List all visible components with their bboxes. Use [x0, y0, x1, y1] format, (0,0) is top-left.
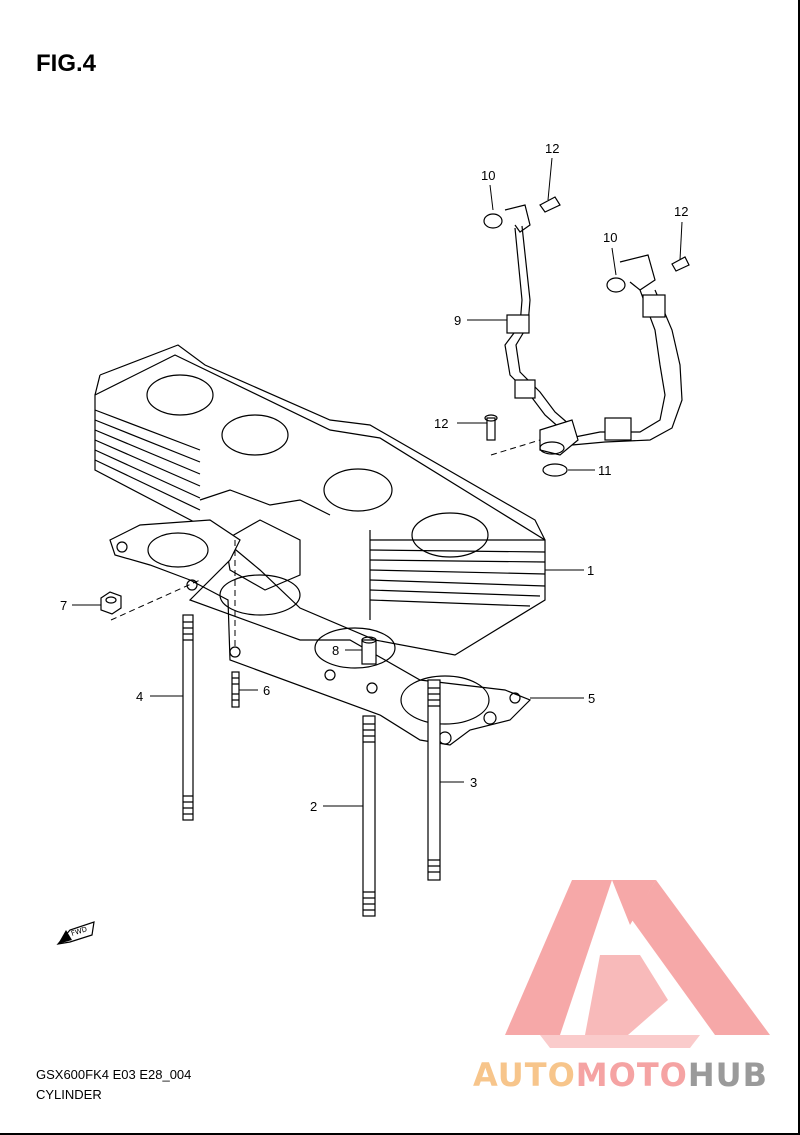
callout-3: 3 — [470, 775, 477, 790]
figure-title: FIG.4 — [36, 50, 97, 77]
section-name: CYLINDER — [36, 1087, 102, 1102]
nut — [100, 591, 122, 615]
fwd-arrow-icon: FWD — [56, 921, 95, 945]
callout-8: 8 — [332, 643, 339, 658]
bolt-top-right — [671, 256, 690, 272]
stud-bolt-right — [427, 679, 441, 881]
callout-2: 2 — [310, 799, 317, 814]
callout-9: 9 — [454, 313, 461, 328]
watermark-part-3: HUB — [687, 1056, 769, 1094]
watermark-part-2: MOTO — [575, 1056, 688, 1094]
dowel-pin — [361, 636, 377, 665]
oil-hose-left — [504, 204, 571, 431]
short-stud — [231, 671, 240, 708]
callout-7: 7 — [60, 598, 67, 613]
bolt-vertical — [484, 414, 498, 441]
callout-12-top-right: 12 — [674, 204, 688, 219]
callout-4: 4 — [136, 689, 143, 704]
callout-6: 6 — [263, 683, 270, 698]
hose-union-fitting — [539, 419, 579, 456]
watermark-part-1: AUTO — [473, 1056, 576, 1094]
callout-12-top-left: 12 — [545, 141, 559, 156]
watermark-text: AUTOMOTOHUB — [473, 1056, 768, 1094]
gasket-washer — [542, 463, 568, 477]
callout-10-right: 10 — [603, 230, 617, 245]
callout-12-center: 12 — [434, 416, 448, 431]
callout-10-left: 10 — [481, 168, 495, 183]
callout-5: 5 — [588, 691, 595, 706]
stud-bolt-long — [182, 614, 194, 821]
model-code: GSX600FK4 E03 E28_004 — [36, 1067, 192, 1082]
callout-11: 11 — [598, 463, 612, 478]
watermark-logo-icon — [505, 880, 770, 1048]
cylinder-block — [94, 344, 546, 656]
o-ring-right — [606, 277, 626, 293]
callout-1: 1 — [587, 563, 594, 578]
stud-bolt-center — [362, 715, 376, 917]
oil-hose-right — [569, 254, 683, 446]
o-ring-left — [483, 213, 503, 229]
bolt-top-left — [539, 196, 561, 213]
